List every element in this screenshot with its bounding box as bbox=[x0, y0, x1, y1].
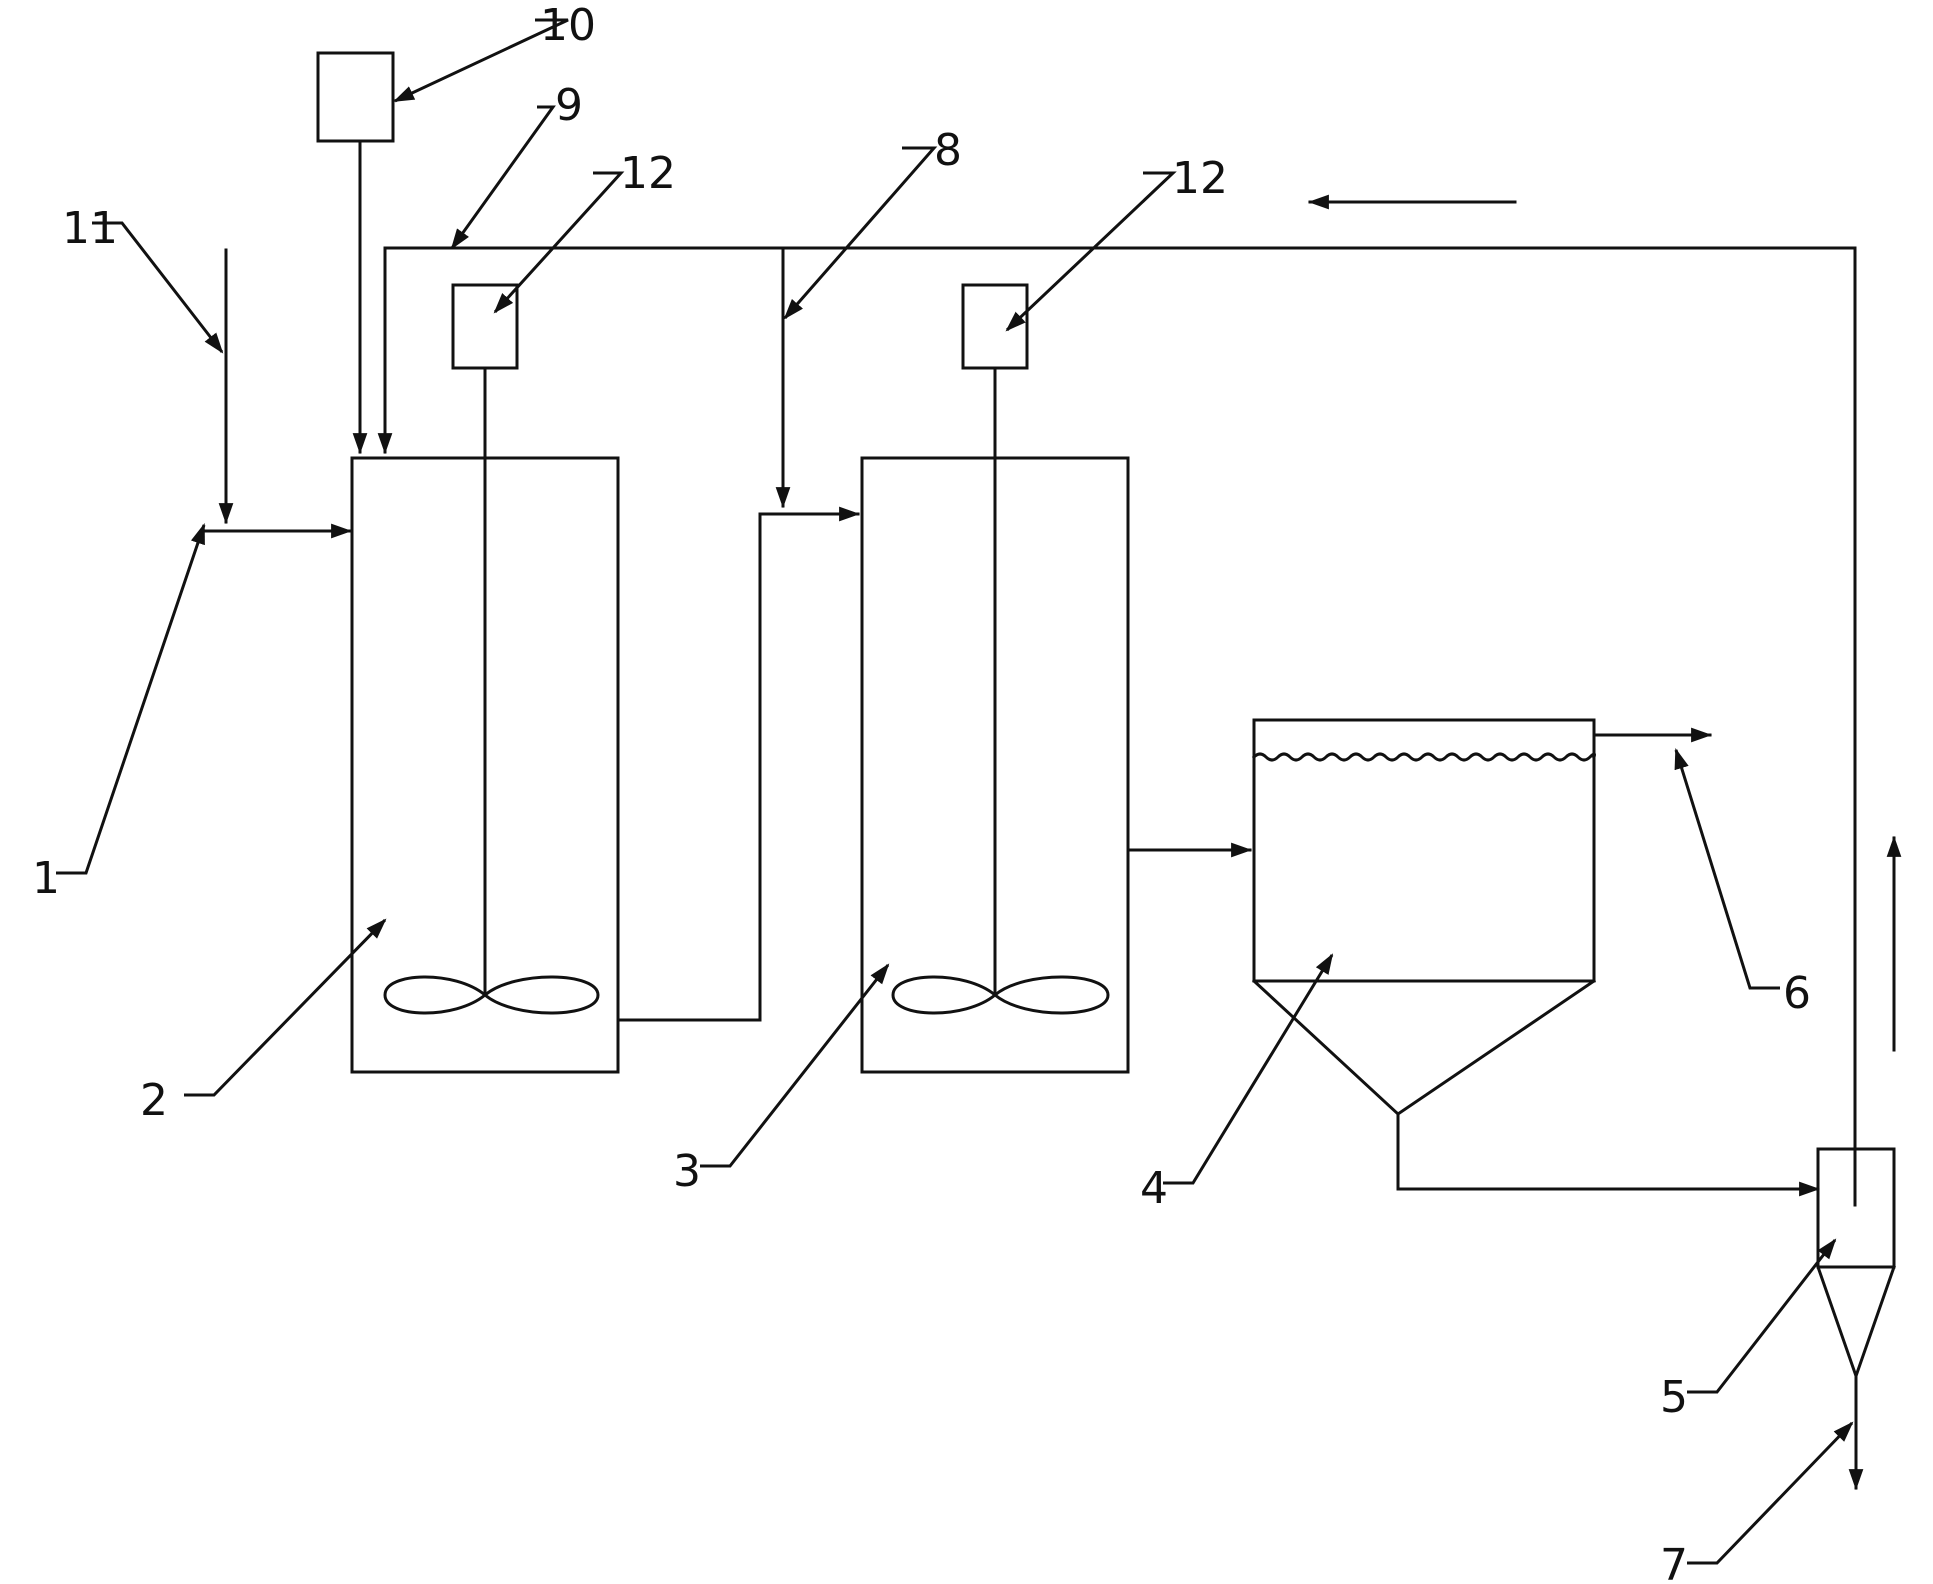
leader-11 bbox=[92, 221, 224, 354]
leader-4 bbox=[1163, 953, 1334, 1185]
dosing-tank-box bbox=[316, 51, 395, 143]
label-6: 6 bbox=[1783, 968, 1811, 1019]
impeller-first bbox=[383, 975, 600, 1015]
leader-1 bbox=[56, 523, 206, 875]
label-8: 8 bbox=[934, 125, 962, 176]
leader-12-second bbox=[1005, 171, 1177, 332]
underflow-pipe bbox=[1396, 1112, 1821, 1197]
leader-9 bbox=[450, 105, 556, 250]
leader-7 bbox=[1687, 1421, 1854, 1565]
label-1: 1 bbox=[32, 853, 60, 904]
second-reactor-tank bbox=[860, 456, 1130, 1074]
label-12-second: 12 bbox=[1172, 153, 1228, 204]
motor-second-box bbox=[961, 283, 1029, 370]
label-11: 11 bbox=[62, 203, 118, 254]
label-5: 5 bbox=[1660, 1372, 1688, 1423]
recycle-return-line bbox=[377, 246, 1857, 1207]
leader-6 bbox=[1674, 747, 1780, 990]
transfer-pipe bbox=[616, 506, 861, 1022]
impeller-second bbox=[891, 975, 1110, 1015]
label-12-first: 12 bbox=[620, 148, 676, 199]
hydrocyclone-body bbox=[1816, 1147, 1896, 1269]
leader-10 bbox=[393, 18, 569, 103]
settler-tank bbox=[1252, 718, 1596, 983]
settler-water-surface bbox=[1251, 752, 1596, 762]
leader-3 bbox=[700, 963, 890, 1168]
hydrocyclone-cone bbox=[1816, 1265, 1896, 1381]
label-9: 9 bbox=[555, 80, 583, 131]
first-reactor-tank bbox=[350, 456, 620, 1074]
label-4: 4 bbox=[1140, 1163, 1168, 1214]
label-2: 2 bbox=[140, 1075, 168, 1126]
leader-8 bbox=[783, 146, 938, 320]
label-10: 10 bbox=[540, 0, 596, 51]
label-7: 7 bbox=[1660, 1540, 1688, 1584]
leader-5 bbox=[1687, 1238, 1837, 1394]
label-3: 3 bbox=[673, 1146, 701, 1197]
leader-2 bbox=[184, 918, 387, 1097]
leader-12-first bbox=[493, 171, 625, 314]
